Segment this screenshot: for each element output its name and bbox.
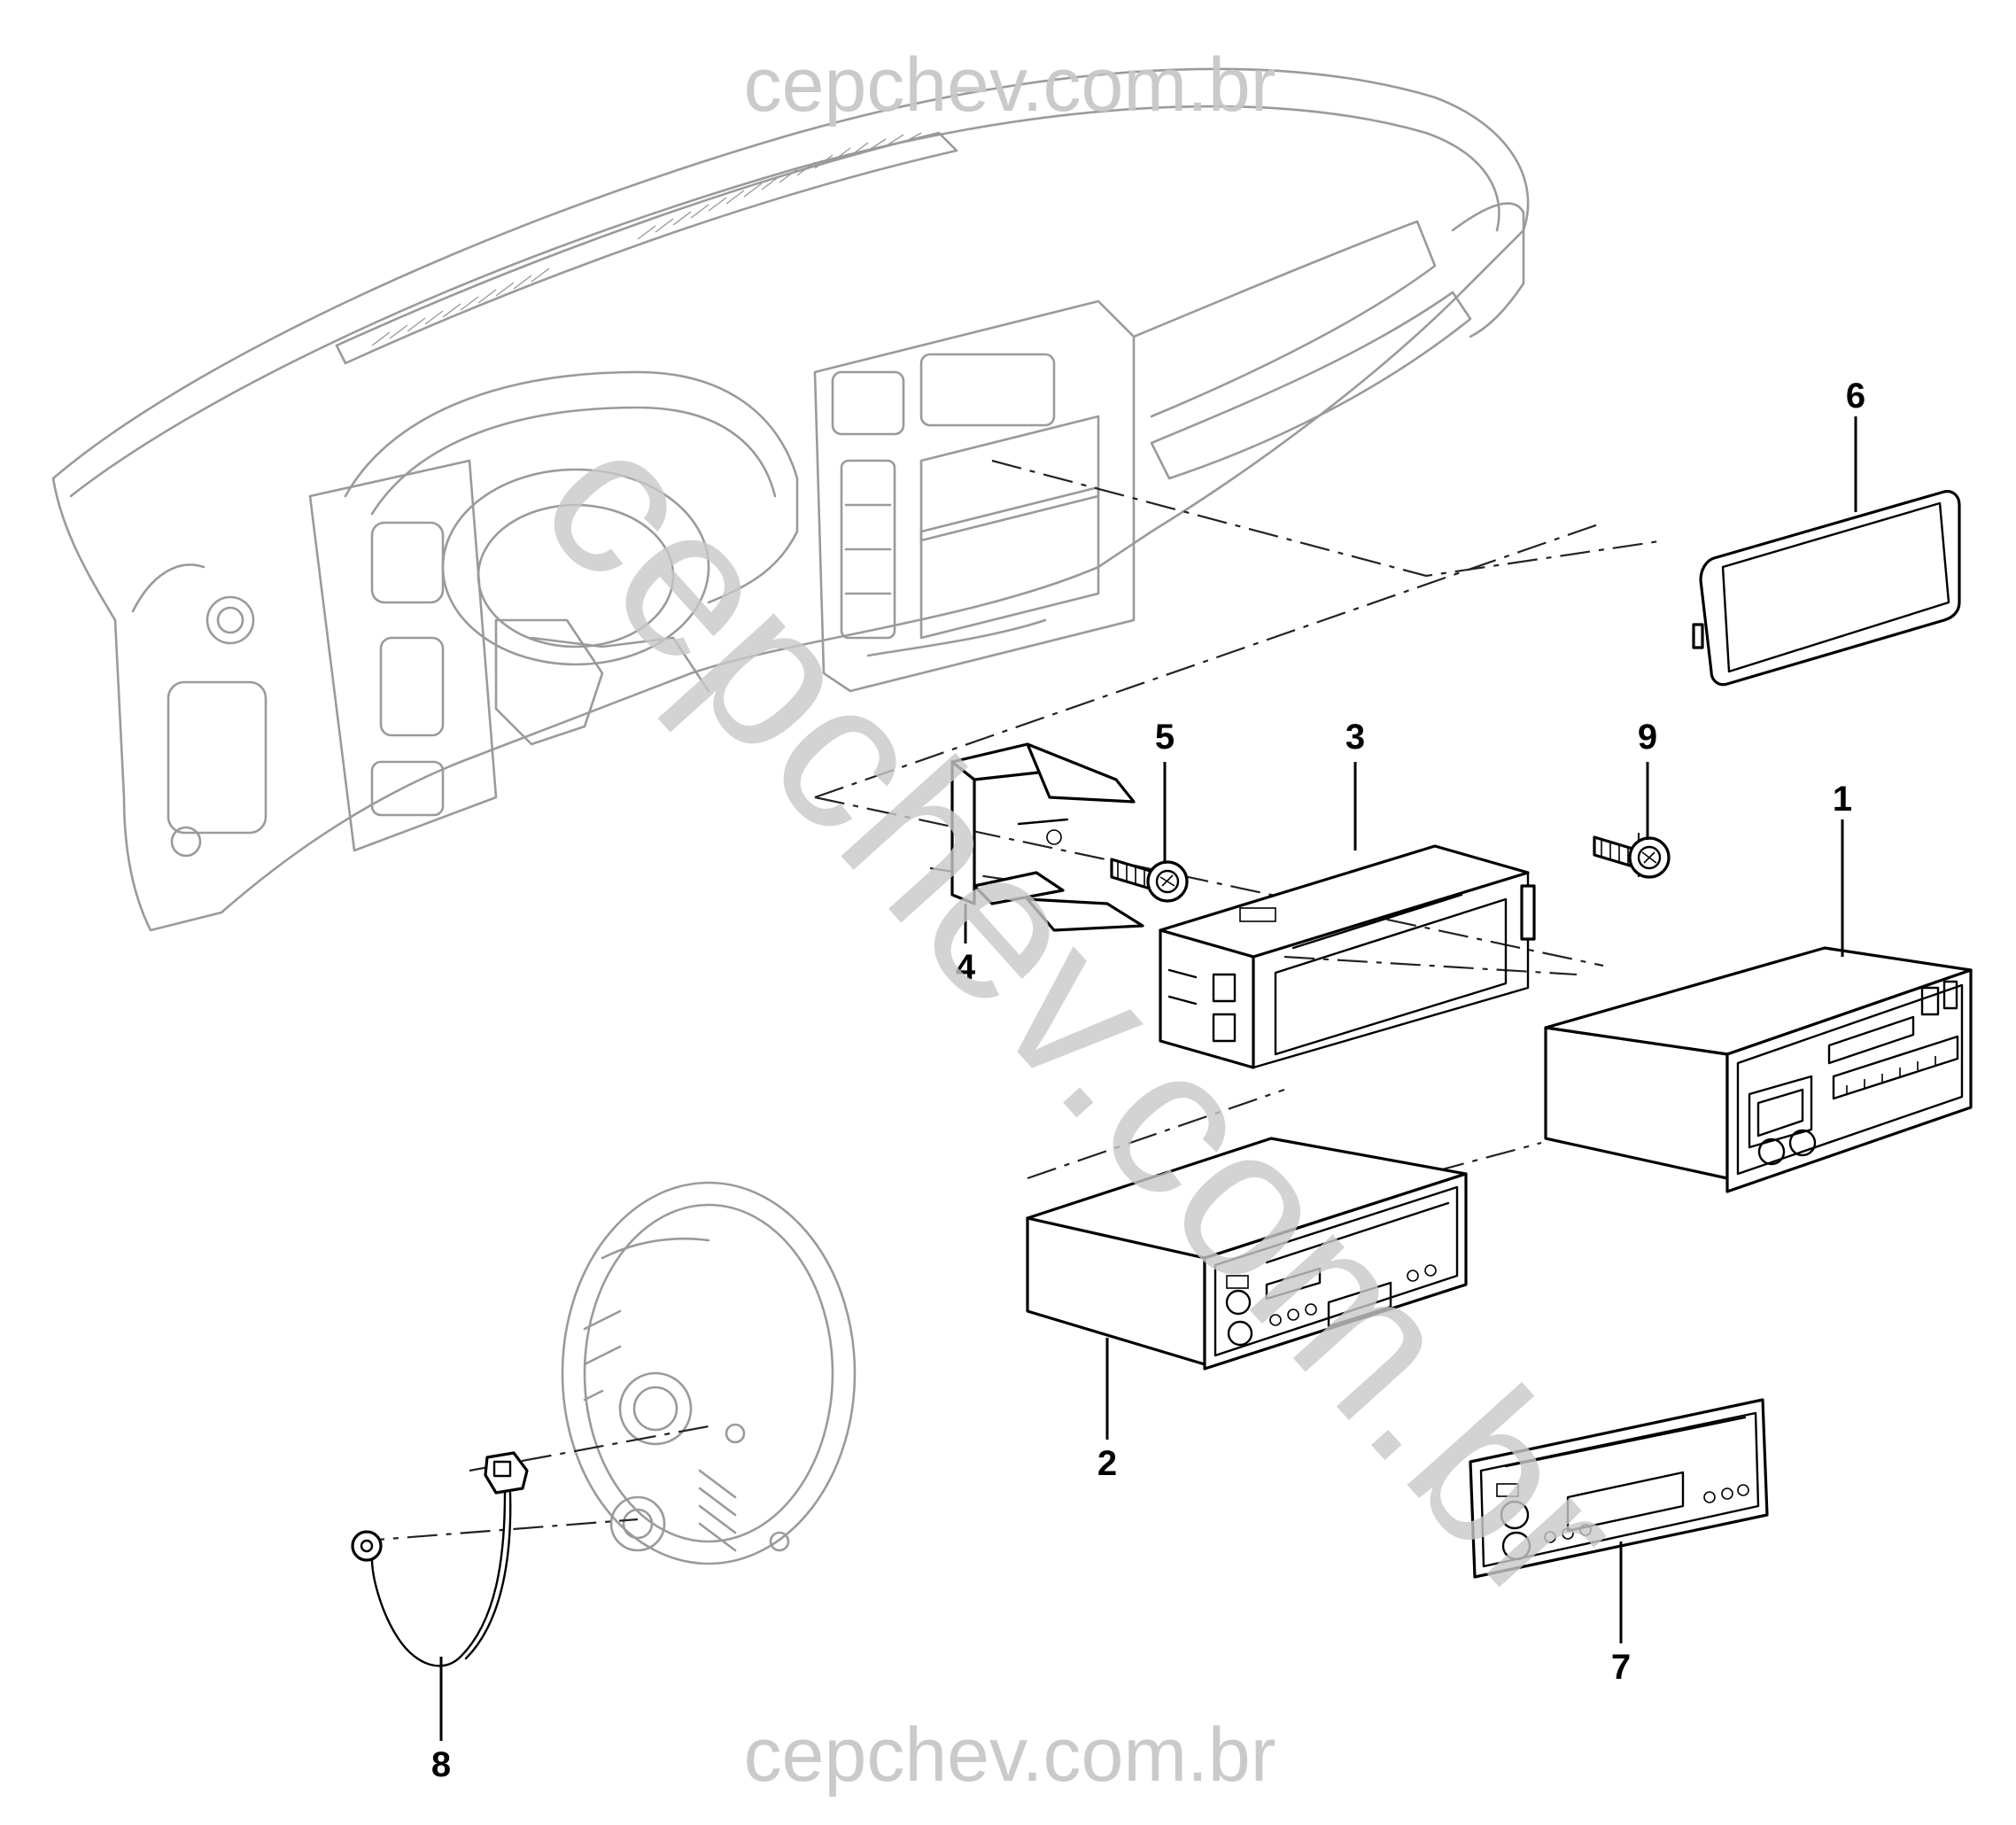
callout-1: 1: [1833, 780, 1852, 819]
callout-5: 5: [1155, 718, 1175, 757]
part-2-radio-unit: [1026, 1137, 1468, 1371]
watermark-diagonal: cepchev.com.br: [497, 383, 1667, 1645]
part-1-radio-unit: [1544, 946, 1973, 1193]
speaker-illustration: [561, 1181, 857, 1565]
callout-8: 8: [431, 1745, 451, 1784]
part-6-cover-panel: [1692, 490, 1961, 687]
callout-3: 3: [1345, 718, 1365, 757]
callout-4: 4: [956, 948, 976, 987]
part-3-mounting-sleeve: [1159, 844, 1536, 1069]
part-4-bracket: [950, 742, 1144, 932]
part-5-screw: [1110, 858, 1189, 903]
callout-7: 7: [1611, 1648, 1631, 1687]
part-7-faceplate: [1469, 1398, 1769, 1579]
dashboard-illustration: [51, 67, 1530, 932]
watermark-top: cepchev.com.br: [744, 43, 1276, 128]
callout-9: 9: [1638, 718, 1657, 757]
watermark-bottom: cepchev.com.br: [744, 1712, 1276, 1798]
callout-labels: 1 2 3 4 5 6 7 8 9: [431, 377, 1865, 1784]
part-9-screw: [1593, 835, 1671, 879]
callout-2: 2: [1097, 1444, 1117, 1483]
callout-6: 6: [1846, 377, 1865, 415]
part-8-wire-harness: [351, 1451, 529, 1667]
callout-leaders: [439, 416, 1857, 1741]
